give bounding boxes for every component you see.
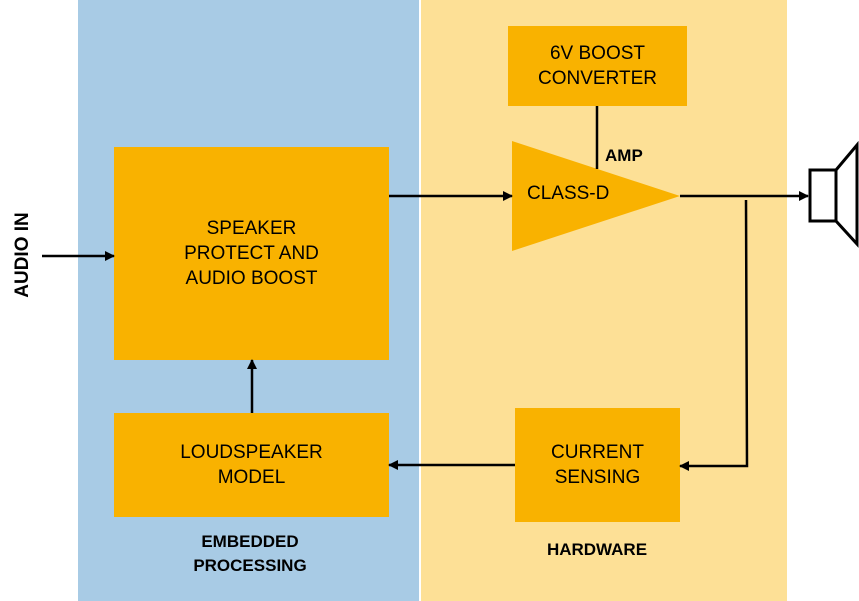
class-d-amp-triangle	[512, 141, 680, 251]
speaker-protect-block: SPEAKER PROTECT AND AUDIO BOOST	[114, 147, 389, 360]
boost-converter-block: 6V BOOST CONVERTER	[508, 26, 687, 106]
embedded-processing-label: EMBEDDED PROCESSING	[150, 530, 350, 578]
loudspeaker-model-line1: LOUDSPEAKER	[180, 442, 323, 463]
loudspeaker-model-line2: MODEL	[217, 467, 286, 488]
current-sensing-block: CURRENT SENSING	[515, 408, 680, 522]
class-d-label: CLASS-D	[527, 183, 610, 204]
speaker-protect-line3: AUDIO BOOST	[185, 268, 318, 289]
speaker-protect-line1: SPEAKER	[206, 218, 297, 239]
current-sensing-line2: SENSING	[554, 467, 641, 488]
embedded-label-line1: EMBEDDED	[201, 532, 299, 551]
embedded-label-line2: PROCESSING	[193, 556, 307, 575]
speaker-icon	[808, 140, 859, 248]
boost-converter-line1: 6V BOOST	[549, 43, 645, 64]
audio-in-label: AUDIO IN	[12, 212, 33, 298]
hardware-label: HARDWARE	[546, 540, 648, 559]
wire-feedback-to-sensing	[679, 199, 749, 471]
amp-tag: AMP	[605, 146, 643, 165]
current-sensing-line1: CURRENT	[551, 442, 644, 463]
loudspeaker-model-block: LOUDSPEAKER MODEL	[114, 413, 389, 517]
boost-converter-line2: CONVERTER	[538, 68, 657, 89]
speaker-protect-line2: PROTECT AND	[184, 243, 319, 264]
